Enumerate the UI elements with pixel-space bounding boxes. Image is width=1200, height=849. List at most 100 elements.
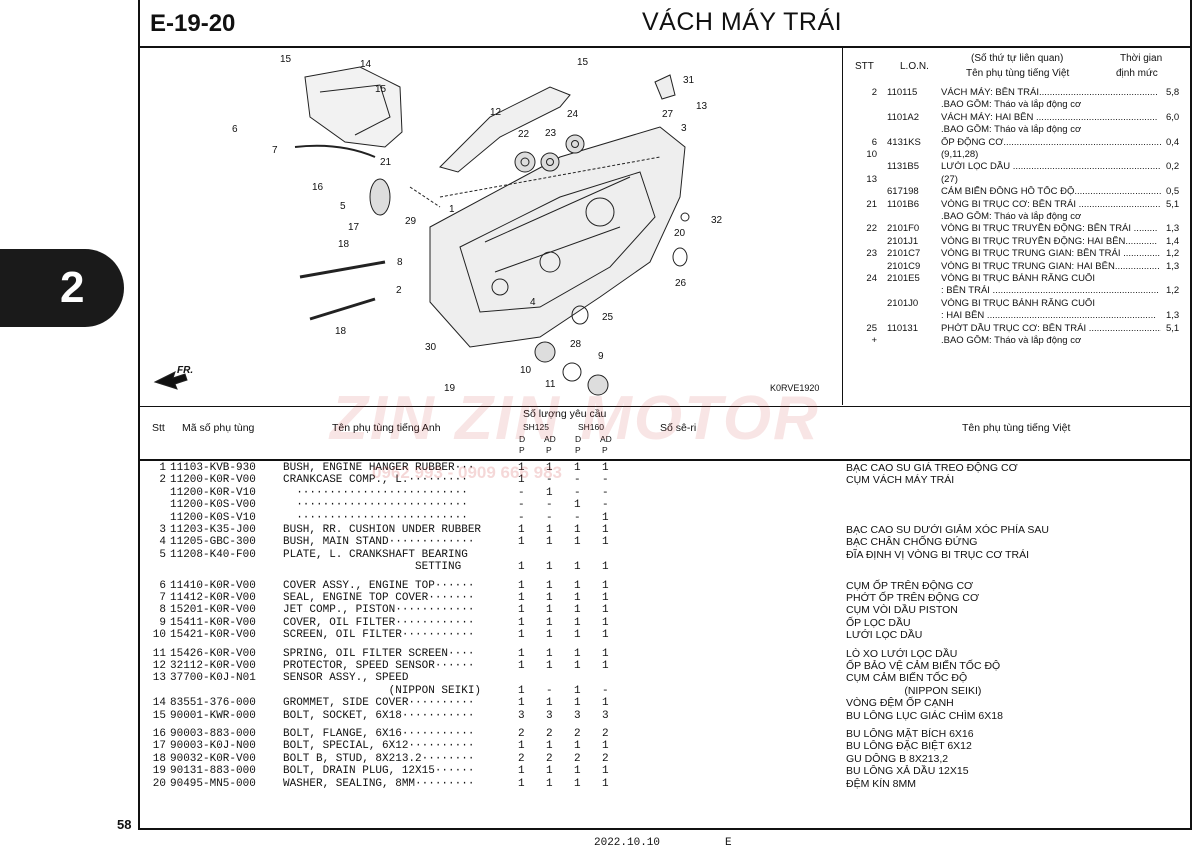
part-qty: 1 [602, 604, 609, 617]
col-d1: D [519, 434, 526, 444]
part-code: 11208-K40-F00 [170, 548, 256, 561]
ref-time: 1,2 [1166, 285, 1180, 297]
part-number-index: 11 [152, 647, 166, 660]
chapter-number: 2 [60, 263, 85, 312]
part-qty: 1 [546, 697, 553, 710]
part-name-vn: (NIPPON SEIKI) [846, 684, 982, 697]
part-name-vn: BẠC CAO SU GIÁ TREO ĐỘNG CƠ [846, 462, 1018, 474]
svg-text:19: 19 [444, 383, 456, 394]
svg-text:15: 15 [577, 57, 589, 68]
part-qty: - [546, 684, 553, 697]
ref-time: 0,5 [1166, 186, 1180, 198]
ref-time: 1,2 [1166, 248, 1180, 260]
ref-name: .BAO GỒM: Tháo và lắp động cơ [941, 335, 1082, 346]
ref-name: .BAO GỒM: Tháo và lắp động cơ [941, 211, 1082, 222]
ref-lon: 110131 [887, 322, 918, 334]
part-name-en: PROTECTOR, SPEED SENSOR······ [283, 660, 475, 672]
part-name-vn: CỤM VÒI DẦU PISTON [846, 604, 958, 617]
page-title: VÁCH MÁY TRÁI [642, 8, 843, 36]
part-qty: 1 [574, 536, 581, 549]
part-qty: 2 [546, 728, 553, 740]
part-code: 32112-K0R-V00 [170, 660, 256, 672]
part-number-index: 10 [152, 629, 166, 642]
svg-text:11: 11 [545, 379, 556, 390]
part-qty: 1 [602, 647, 609, 660]
part-name-en: BUSH, ENGINE HANGER RUBBER··· [283, 462, 475, 474]
part-qty: 1 [602, 511, 609, 524]
svg-text:17: 17 [348, 222, 360, 233]
labor-reference-table: STT L.O.N. (Số thứ tự liên quan) Tên phụ… [843, 47, 1190, 405]
ref-lon: 2101E5 [887, 273, 920, 284]
col-sh125: SH125 [523, 422, 549, 432]
section-code: E-19-20 [150, 10, 236, 37]
part-name-en: JET COMP., PISTON············ [283, 604, 475, 617]
diagram-code: K0RVE1920 [770, 383, 820, 393]
ref-row: +.BAO GỒM: Tháo và lắp động cơ [843, 335, 1190, 347]
part-qty: - [546, 511, 553, 524]
ref-row: .BAO GỒM: Tháo và lắp động cơ [843, 99, 1190, 111]
part-qty: 1 [518, 777, 525, 790]
part-qty: 1 [518, 579, 525, 592]
part-qty: 1 [546, 765, 553, 778]
part-qty: 3 [518, 709, 525, 722]
part-code: 11200-K0R-V10 [170, 486, 256, 499]
ref-lon: 2101J1 [887, 235, 919, 247]
part-number-index: 17 [152, 740, 166, 753]
part-qty: 1 [602, 777, 609, 790]
part-number-index: 9 [159, 616, 166, 629]
ref-row: : HAI BÊN ..............................… [843, 310, 1190, 322]
part-name-en: SPRING, OIL FILTER SCREEN···· [283, 647, 475, 660]
part-qty: 1 [602, 524, 609, 536]
part-name-vn: CỤM VÁCH MÁY TRÁI [846, 474, 955, 487]
part-qty: 1 [574, 660, 581, 672]
part-qty: 1 [518, 647, 525, 660]
part-code: 15421-K0R-V00 [170, 629, 256, 642]
ref-time: 1,3 [1166, 223, 1180, 235]
part-name-en: BUSH, MAIN STAND············· [283, 536, 475, 549]
ref-lon: 2101C7 [887, 248, 921, 260]
part-name-vn: BẠC CAO SU DƯỚI GIẢM XÓC PHÍA SAU [846, 524, 1049, 536]
part-name-en: BOLT B, STUD, 8X213.2········ [283, 752, 475, 765]
part-qty: 2 [574, 752, 581, 765]
part-name-en: WASHER, SEALING, 8MM········· [283, 777, 475, 790]
svg-text:5: 5 [340, 201, 346, 212]
part-name-vn: BU LÔNG LỤC GIÁC CHÌM 6X18 [846, 709, 1003, 722]
svg-text:22: 22 [518, 129, 530, 140]
part-name-en: SEAL, ENGINE TOP COVER······· [283, 592, 475, 604]
part-qty: 1 [574, 499, 581, 512]
part-qty: - [574, 474, 581, 487]
part-qty: 1 [574, 616, 581, 629]
part-qty: 1 [574, 740, 581, 753]
part-code: 11203-K35-J00 [170, 524, 256, 536]
part-number-index: 18 [152, 752, 166, 765]
ref-name: VÒNG BI TRỤC TRUNG GIAN: BÊN TRÁI ......… [941, 248, 1161, 260]
part-qty: 1 [518, 561, 525, 574]
part-code: 90131-883-000 [170, 765, 256, 778]
ref-header-time-top: Thời gian [1120, 53, 1163, 64]
part-qty: 1 [546, 486, 553, 499]
part-qty: 2 [602, 728, 609, 740]
part-name-en: BOLT, SOCKET, 6X18··········· [283, 709, 475, 722]
part-qty: 1 [546, 740, 553, 753]
part-qty: - [546, 499, 553, 512]
ref-lon: 1101B6 [887, 198, 920, 210]
part-qty: 1 [518, 616, 525, 629]
part-qty: 1 [574, 592, 581, 604]
part-qty: 2 [574, 728, 581, 740]
part-name-en: BUSH, RR. CUSHION UNDER RUBBER [283, 524, 482, 536]
part-code: 90003-883-000 [170, 728, 256, 740]
part-qty: 3 [602, 709, 609, 722]
svg-text:28: 28 [570, 339, 582, 350]
